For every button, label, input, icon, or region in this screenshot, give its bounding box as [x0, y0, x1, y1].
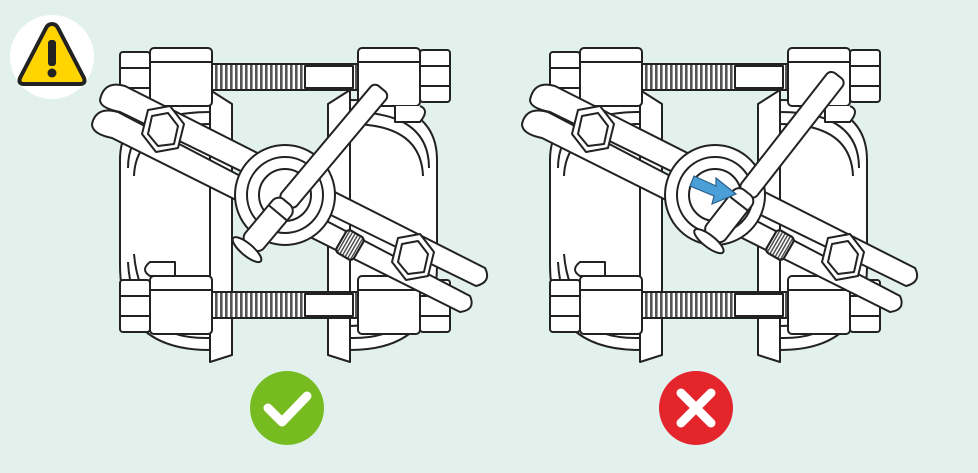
arrow-icon: [689, 175, 738, 206]
warning-triangle-icon: [10, 15, 94, 99]
check-circle-icon: [250, 371, 324, 445]
x-circle-icon: [659, 371, 733, 445]
